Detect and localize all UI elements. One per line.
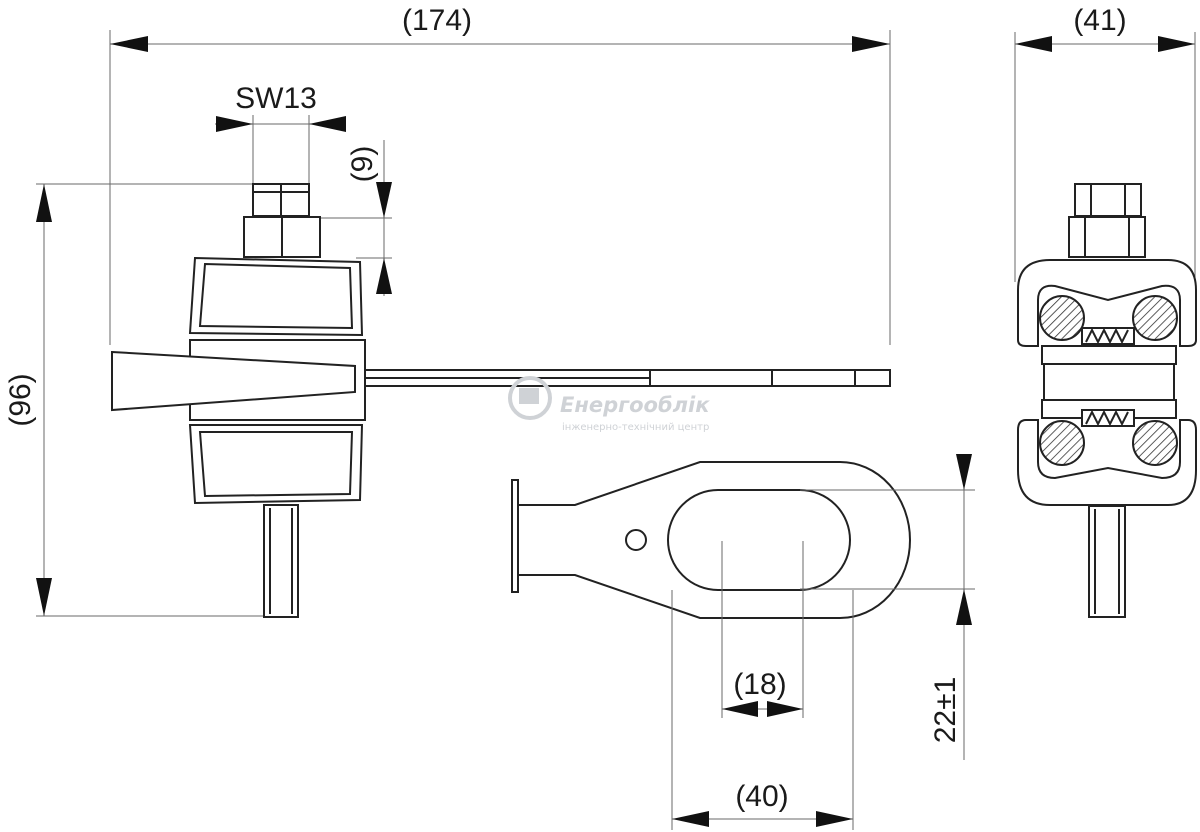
watermark-title: Енергооблік	[560, 393, 710, 417]
middle-spacer	[1043, 363, 1175, 401]
front-nut-top	[1074, 183, 1142, 217]
conductor-lower-left	[1039, 420, 1085, 466]
conductor-upper-left	[1039, 295, 1085, 341]
eye-slot	[667, 489, 851, 591]
nut-size-label: SW13	[235, 82, 317, 115]
dimension-nut-size: SW13	[215, 82, 346, 185]
width-label: (41)	[1073, 4, 1126, 37]
upper-clamp-body	[1041, 345, 1177, 365]
side-view	[111, 183, 891, 618]
watermark-subtitle: інженерно-технічний центр	[562, 421, 709, 433]
height-label: (96)	[4, 373, 37, 426]
front-view	[1017, 183, 1197, 618]
dimension-nut-height: (9)	[320, 140, 392, 296]
eye-flange	[511, 479, 519, 593]
logo-mark-icon	[508, 376, 552, 420]
dimension-width: (41)	[1014, 4, 1196, 282]
eye-width-label: (40)	[735, 780, 788, 813]
conductor-lower-right	[1132, 420, 1178, 466]
total-length-label: (174)	[402, 4, 472, 37]
front-nut-lower	[1068, 216, 1146, 258]
conductor-upper-right	[1132, 295, 1178, 341]
dimension-total-length: (174)	[109, 4, 891, 345]
eye-spacing-label: 22±1	[929, 677, 962, 744]
nut-height-label: (9)	[346, 146, 379, 183]
eye-view: 22±1 (18) (40)	[511, 454, 975, 830]
eye-hole	[625, 529, 647, 551]
dimension-height: (96)	[4, 183, 270, 617]
watermark-logo: Енергооблік інженерно-технічний центр	[508, 376, 710, 433]
wedge-handle	[111, 350, 356, 412]
upper-clamp	[1017, 259, 1197, 347]
slot-width-label: (18)	[733, 668, 786, 701]
